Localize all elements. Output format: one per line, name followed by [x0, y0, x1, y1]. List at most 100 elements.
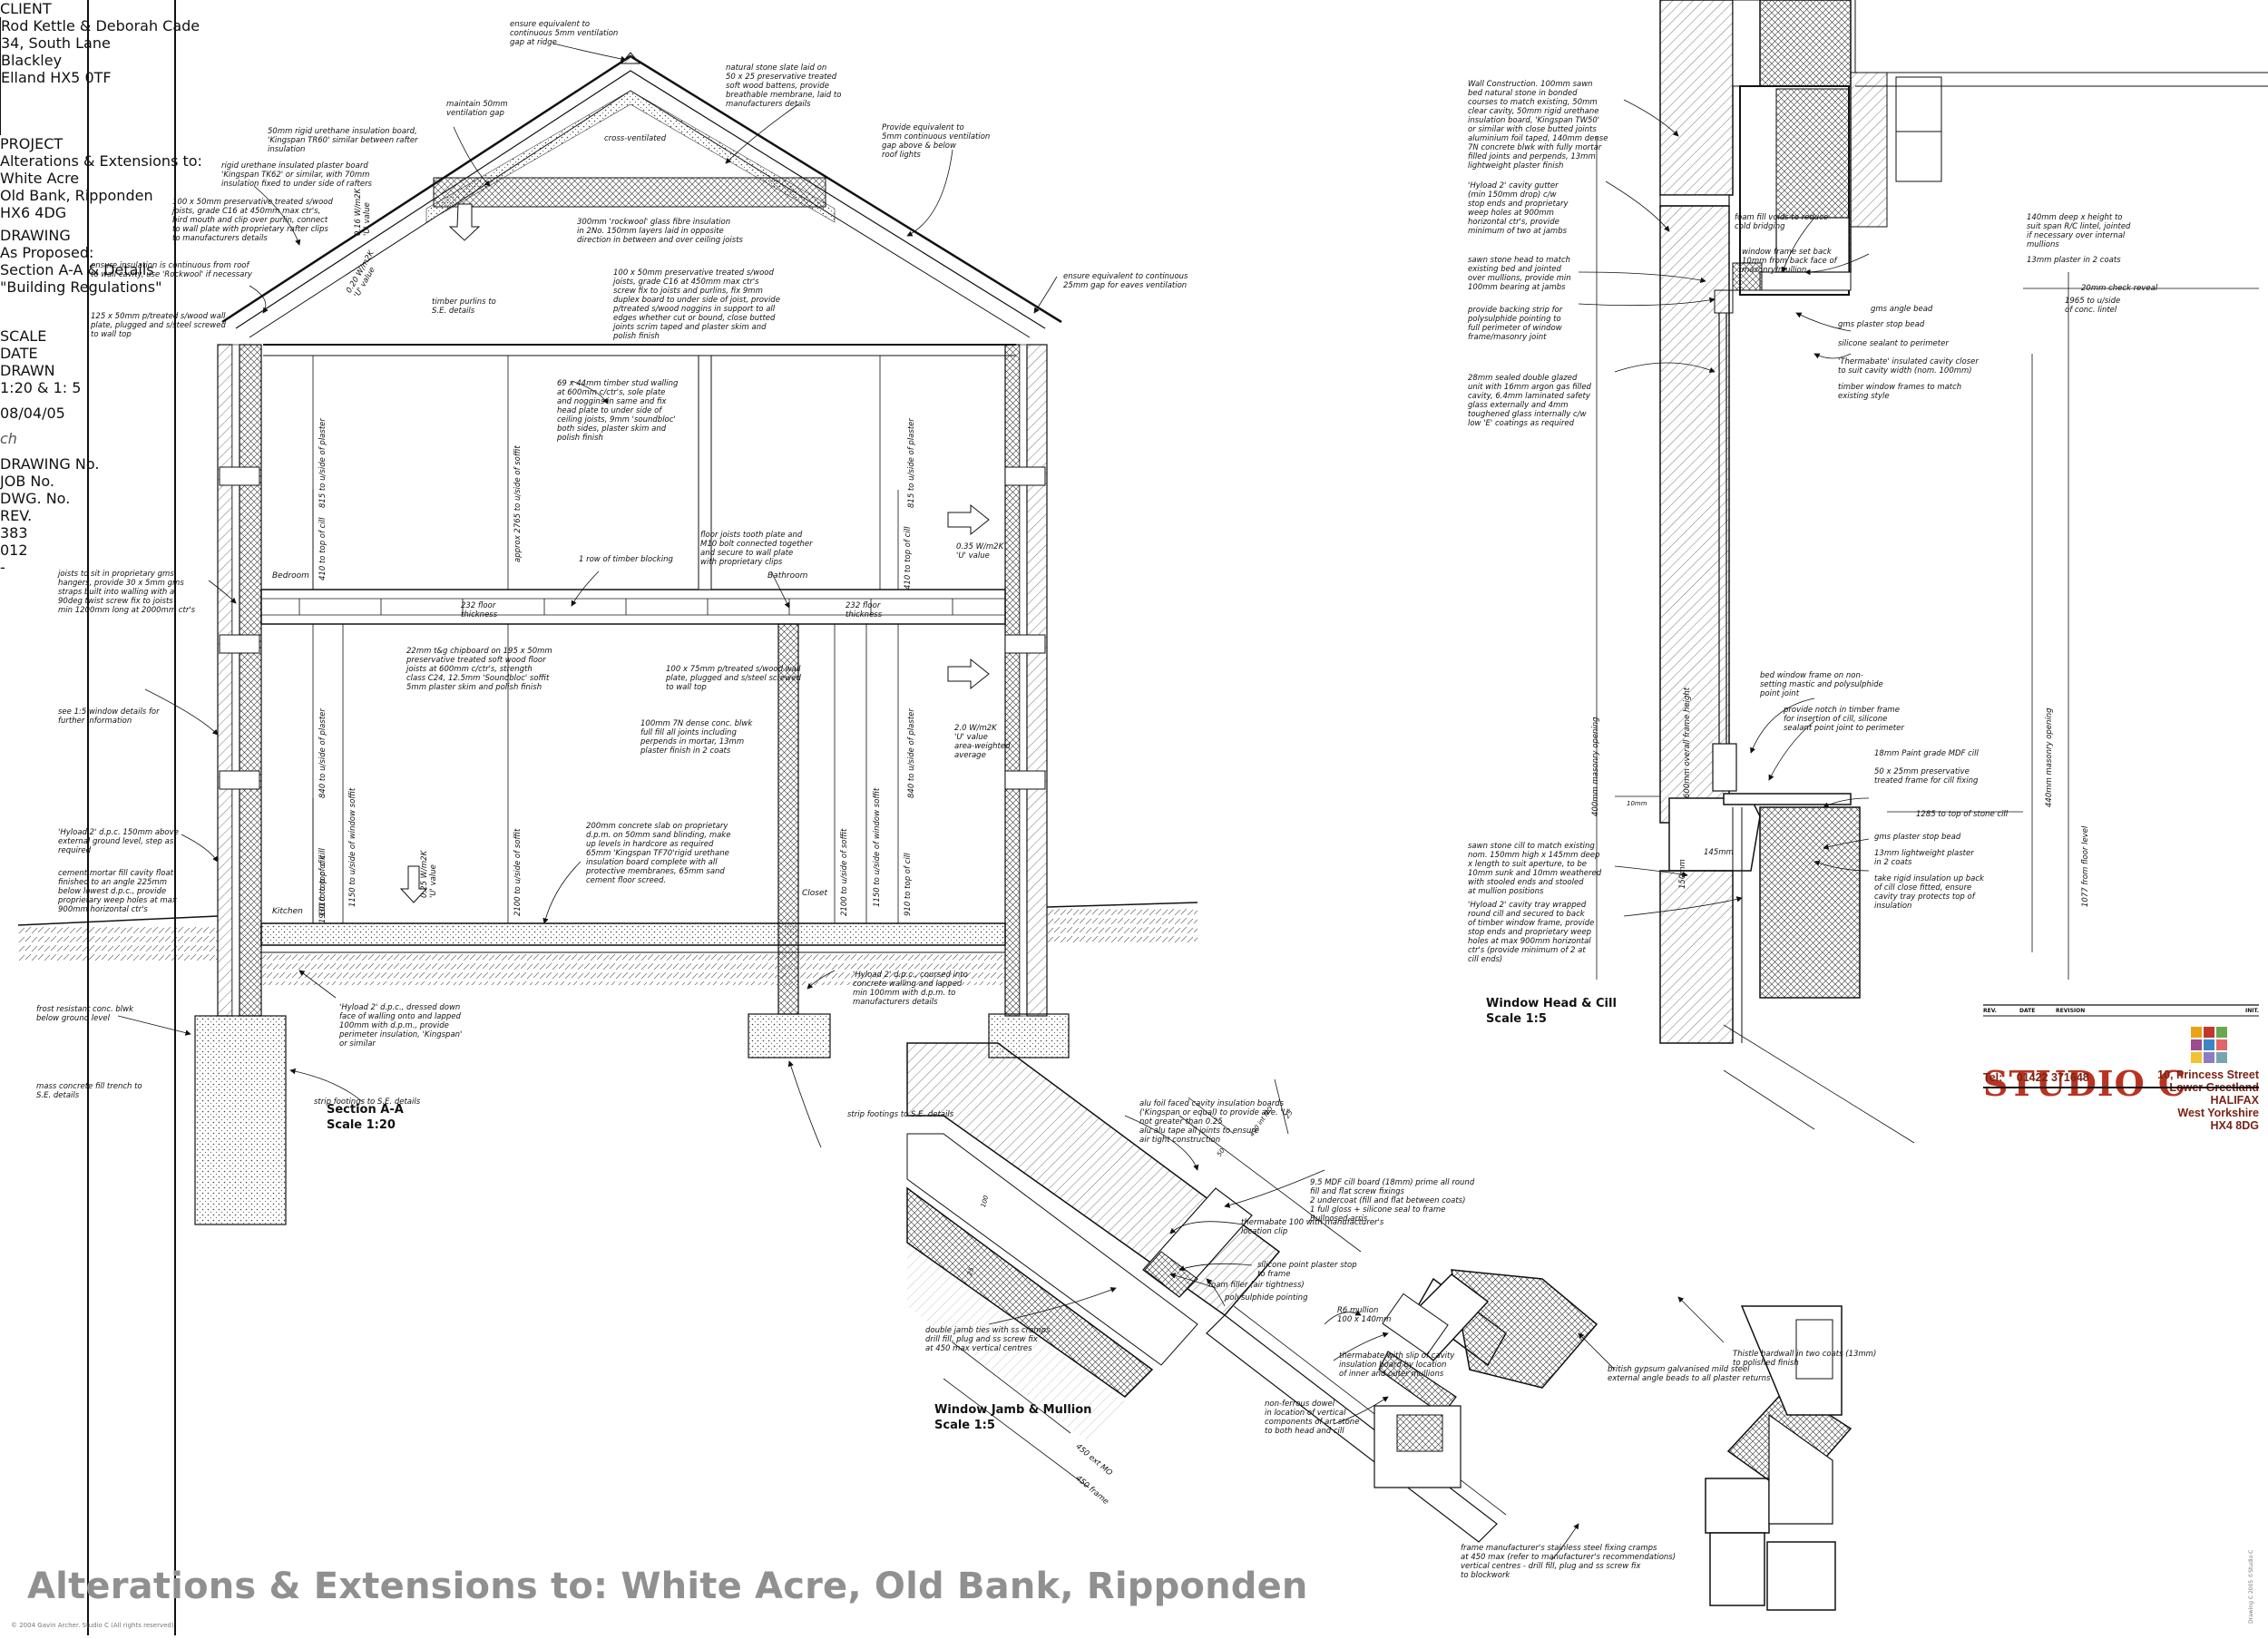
project-line: White Acre: [0, 170, 80, 187]
head-notes-plaster-bead: gms plaster stop bead: [1874, 833, 1961, 842]
date-value: 08/04/05: [0, 405, 65, 422]
project-box: Alterations & Extensions to: White Acre …: [0, 152, 269, 227]
client-box: Rod Kettle & Deborah Cade 34, South Lane…: [0, 17, 273, 135]
jamb-caption: Window Jamb & Mullion Scale 1:5: [934, 1402, 1091, 1433]
section-notes-ceiling-joists: 100 x 50mm preservative treated s/wood j…: [613, 268, 780, 341]
logo-square: [2204, 1052, 2214, 1063]
jamb-notes-gypsum: british gypsum galvanised mild steel ext…: [1608, 1365, 1771, 1383]
dims-d3: approx 2765 to u/side of soffit: [513, 445, 523, 562]
address-line: HX4 8DG: [2210, 1119, 2260, 1132]
jamb-notes-thermabate2: thermabate with slip of cavity insulatio…: [1339, 1351, 1455, 1379]
first-floor: [260, 589, 1006, 625]
studio-address: 10, Princess Street Lower Greetland HALI…: [2157, 1068, 2259, 1132]
job-label: JOB No.: [0, 473, 54, 490]
head-notes-frame-set: window frame set back 10mm from back fac…: [1742, 248, 1837, 275]
section-notes-see-window: see 1:5 window details for further infor…: [58, 707, 160, 726]
left-wall-inner: [239, 344, 262, 1017]
side-note: Drawing C 2005 ©Studio C: [2248, 1549, 2254, 1624]
section-notes-floor-thick1: 232 floor thickness: [461, 601, 498, 620]
dims-d14: 1010 to top of cill: [318, 848, 327, 916]
project-line: Alterations & Extensions to:: [0, 152, 202, 170]
logo-square: [2204, 1027, 2214, 1038]
section-notes-plaster-board: rigid urethane insulated plaster board '…: [221, 161, 372, 189]
head-notes-wall: Wall Construction. 100mm sawn bed natura…: [1468, 80, 1608, 171]
copyright: © 2004 Gavin Archer. Studio C (All right…: [11, 1622, 174, 1629]
dims-d12: 910 to top of cill: [904, 853, 913, 916]
jamb-notes-foam-filler: foam filler (air tightness): [1208, 1281, 1305, 1290]
scale-value: 1:20 & 1: 5: [0, 379, 82, 396]
head-notes-backing: provide backing strip for polysulphide p…: [1468, 306, 1563, 342]
section-notes-slab: 200mm concrete slab on proprietary d.p.m…: [586, 822, 731, 885]
logo-square: [2204, 1039, 2214, 1050]
section-notes-mass: mass concrete fill trench to S.E. detail…: [36, 1082, 142, 1100]
section-notes-dpc1: 'Hyload 2' d.p.c. 150mm above external g…: [58, 828, 179, 855]
head-notes-lintel-level: 1965 to u/side of conc. lintel: [2065, 297, 2121, 315]
head-cill-detail: [1578, 0, 2268, 1044]
studio-logo-text: STUDIO C: [1983, 1063, 2187, 1104]
head-notes-tray: 'Hyload 2' cavity tray wrapped round cil…: [1468, 901, 1595, 964]
section-notes-strip1: strip footings to S.E. details: [314, 1098, 421, 1107]
init-col: INIT.: [2245, 1008, 2259, 1014]
address-line: West Yorkshire: [2177, 1107, 2259, 1119]
client-line: 34, South Lane: [1, 34, 111, 52]
section-caption: Section A-A Scale 1:20: [327, 1102, 404, 1133]
address-line: 10, Princess Street: [2157, 1068, 2259, 1081]
client-line: Rod Kettle & Deborah Cade: [1, 17, 200, 34]
dwg-value: 012: [0, 541, 28, 559]
rooms-kitchen: Kitchen: [272, 907, 303, 916]
head-notes-d-ffl: 1077 from floor level: [2081, 825, 2090, 907]
jamb-notes-mdf-board: 9.5 MDF cill board (18mm) prime all roun…: [1310, 1178, 1475, 1224]
section-notes-eaves-gap: ensure equivalent to continuous 25mm gap…: [1063, 272, 1188, 290]
head-cill-caption: Window Head & Cill Scale 1:5: [1486, 996, 1617, 1027]
section-notes-maintain: maintain 50mm ventilation gap: [446, 100, 508, 118]
section-notes-dense-blk: 100mm 7N dense conc. blwk full fill all …: [640, 719, 753, 756]
logo-square: [2216, 1052, 2227, 1063]
studio-telephone: Tel: 01422 371648: [1983, 1071, 2259, 1084]
section-notes-frost: frost resistant conc. blwk below ground …: [36, 1005, 134, 1023]
head-notes-silicone: silicone sealant to perimeter: [1838, 339, 1949, 348]
jamb-notes-sil-point: silicone point plaster stop to frame: [1257, 1261, 1357, 1279]
head-notes-lintel2: 140mm deep x height to suit span R/C lin…: [2027, 213, 2131, 249]
studio-logo-squares: [2191, 1027, 2229, 1065]
drawing-line: Section A-A & Details: [0, 261, 154, 278]
head-notes-closer: 'Thermabate' insulated cavity closer to …: [1838, 357, 1979, 376]
section-notes-uval1: 0.16 W/m2K 'U' value: [354, 188, 372, 236]
section-notes-mortar: cement mortar fill cavity float finished…: [58, 869, 177, 914]
head-notes-bed-frame: bed window frame on non- setting mastic …: [1760, 671, 1883, 698]
roof-insulation: [425, 90, 836, 223]
section-notes-eaves-vent: Provide equivalent to 5mm continuous ven…: [882, 123, 991, 160]
section-notes-cross: cross-ventilated: [604, 134, 667, 143]
drawn-label: DRAWN: [0, 362, 55, 379]
logo-square: [2191, 1052, 2202, 1063]
drawing-no-label: DRAWING No.: [0, 455, 100, 473]
address-line: HALIFAX: [2210, 1094, 2259, 1107]
section-notes-uval4: 2.0 W/m2K 'U' value area-weighted averag…: [954, 724, 1011, 760]
tel-number: 01422 371648: [2016, 1071, 2089, 1084]
client-label: CLIENT: [0, 0, 52, 17]
section-notes-slate: natural stone slate laid on 50 x 25 pres…: [726, 63, 842, 109]
project-label: PROJECT: [0, 135, 64, 152]
dims-d9: 840 to u/side of plaster: [907, 708, 916, 798]
dims-d13: 2100 to u/side of soffit: [840, 828, 849, 916]
section-notes-floor-joists: floor joists tooth plate and M10 bolt co…: [700, 531, 813, 567]
head-notes-d-10: 10mm: [1627, 800, 1647, 807]
drawing-line: As Proposed:: [0, 244, 94, 261]
section-notes-joists: 100 x 50mm preservative treated s/wood j…: [172, 198, 333, 243]
logo-square: [2216, 1027, 2227, 1038]
jamb-notes-thermabate: thermabate 100 with manufacturer's locat…: [1241, 1218, 1384, 1236]
head-cill-scale: Scale 1:5: [1486, 1012, 1547, 1026]
dims-d10: 1150 to u/side of window soffit: [873, 787, 882, 907]
drawn-box: ch: [0, 430, 87, 455]
left-footing: [194, 1015, 287, 1225]
jamb-mullion-detail: [906, 1024, 1915, 1611]
section-notes-rockwool: 300mm 'rockwool' glass fibre insulation …: [577, 218, 743, 245]
head-notes-lintel: sawn stone head to match existing bed an…: [1468, 256, 1571, 292]
project-line: Old Bank, Ripponden: [0, 187, 153, 204]
section-notes-ridge: ensure equivalent to continuous 5mm vent…: [510, 20, 619, 47]
date-box: 08/04/05: [0, 405, 82, 430]
left-wall-outer: [217, 344, 233, 1017]
head-notes-pres: 50 x 25mm preservative treated frame for…: [1874, 767, 1979, 785]
dwg-label: DWG. No.: [0, 490, 71, 507]
drawing-box: As Proposed: Section A-A & Details "Buil…: [0, 244, 272, 327]
